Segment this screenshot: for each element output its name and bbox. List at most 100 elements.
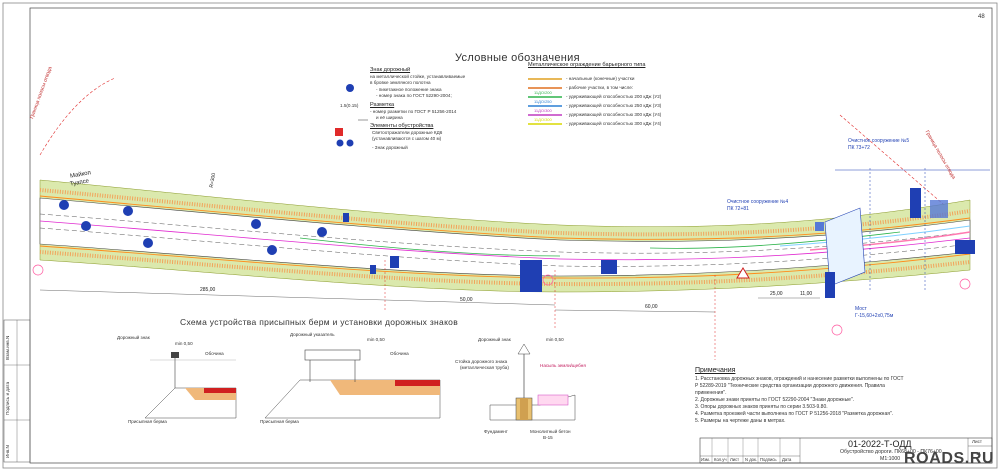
stamp-column-label: Дата <box>782 457 792 462</box>
scheme1-min: min 0,50 <box>175 341 193 346</box>
stamp-sheet-label: Лист <box>972 439 982 444</box>
page-number: 48 <box>978 14 985 20</box>
legend-guard-item: - удерживающей способностью 300 кДж (У4) <box>566 121 662 126</box>
scheme-berm-2 <box>264 349 441 419</box>
scheme1-berm: Присыпная берма <box>128 419 167 424</box>
stamp-scale: М1:1000 <box>880 456 901 462</box>
treatment5-pk: ПК 73+72 <box>848 145 870 151</box>
legend-signs-line1: на металлической стойке, устанавливаемые <box>370 74 466 79</box>
scheme3-concrete: Монолитный бетон <box>530 429 571 434</box>
bridge-structure <box>815 168 990 290</box>
treatment4-pk: ПК 72+81 <box>727 206 749 212</box>
legend-guard-item: - начальные (конечные) участки <box>566 76 635 81</box>
dimension-lines <box>39 260 820 360</box>
legend-equip-item2: (устанавливаются с шагом 40 м) <box>372 136 442 141</box>
dim-50: 50,00 <box>460 297 473 303</box>
sign-small <box>343 213 349 222</box>
sign-board-small <box>601 260 617 274</box>
legend-signs-item1: - пикетажное положение знака <box>376 87 442 92</box>
scheme1-edge: Обочина <box>205 351 224 356</box>
scheme3-min: min 0,50 <box>546 337 564 342</box>
note-line: Р 52289-2019 "Технические средства орган… <box>695 383 885 389</box>
dim-11: 11,00 <box>800 291 813 297</box>
dim-60: 60,00 <box>645 304 658 310</box>
scheme2-edge: Обочина <box>390 351 409 356</box>
bridge-spec: Г-15,60+2х0,75м <box>855 313 894 319</box>
legend-marking-label: 1.5(0.15) <box>340 103 359 108</box>
legend-symbols <box>335 84 368 147</box>
stamp-subtitle: Обустройство дороги. ПК68+00 - ПК76+00 <box>840 449 942 455</box>
bridge-title: Мост <box>855 306 867 312</box>
stamp-column-label: N док. <box>745 457 757 462</box>
sign-board-large <box>520 260 542 292</box>
legend-equip-item3: - Знак дорожный <box>372 145 408 150</box>
legend-guard-tag: 11ДО/300 <box>534 108 552 113</box>
scheme2-sign: Дорожный указатель <box>290 332 335 337</box>
legend-marking-item1: - номер разметки по ГОСТ Р 51256-2014 <box>370 109 457 114</box>
scheme-foundation <box>489 343 576 421</box>
legend-signs-header: Знак дорожный <box>370 67 411 73</box>
notes-title: Примечания <box>695 367 736 374</box>
sign-board-bridge <box>910 188 921 218</box>
scheme2-min: min 0,50 <box>367 337 385 342</box>
scheme3-note: Насыпь земли/щебня <box>540 363 586 368</box>
legend-equip-item1: Светоотражатели дорожные КД6 <box>372 130 443 135</box>
note-line: 4. Разметка проезжей части выполнена по … <box>695 411 894 417</box>
road-corridor <box>39 179 971 293</box>
legend-guard-tag: 11ДО/250 <box>534 99 552 104</box>
legend-marking-item2: и её ширина <box>376 115 403 120</box>
scheme-title: Схема устройства присыпных берм и устано… <box>180 317 459 327</box>
note-line: применения". <box>695 390 727 396</box>
title-block <box>699 437 993 464</box>
scheme-berm-1 <box>144 352 237 419</box>
sign-board-bridge <box>825 272 835 298</box>
legend-equip-header: Элементы обустройства <box>370 123 434 129</box>
side-stamp-label: Подпись и дата <box>5 381 10 415</box>
circle-signs <box>59 200 327 255</box>
stamp-column-label: Кол.уч <box>714 457 727 462</box>
sign-board-direction <box>955 240 975 254</box>
scheme1-sign: Дорожный знак <box>117 335 150 340</box>
legend-lines <box>528 78 562 125</box>
stamp-sheet-number: 11 <box>976 451 981 456</box>
sign-small <box>370 265 376 274</box>
treatment5-title: Очистное сооружение №5 <box>848 138 910 144</box>
treatment4-title: Очистное сооружение №4 <box>727 199 789 205</box>
dim-25: 25,00 <box>770 291 783 297</box>
watermark: ROADS.RU <box>904 450 995 467</box>
dim-285: 285,00 <box>200 287 216 293</box>
scheme2-berm: Присыпная берма <box>260 419 299 424</box>
scheme3-post: Стойка дорожного знака <box>455 359 508 364</box>
legend-signs-item2: - номер знака по ГОСТ 52290-2004; <box>376 93 452 98</box>
scheme3-foundation: Фундамент <box>484 429 508 434</box>
warning-sign <box>736 267 750 279</box>
legend-signs-line2: в бровке земляного полотна <box>370 80 431 85</box>
side-stamp-label: Инв.N <box>5 445 10 458</box>
drawing-frame <box>29 7 993 464</box>
stamp-column-label: Изм. <box>701 457 710 462</box>
note-line: 1. Расстановка дорожных знаков, огражден… <box>695 376 904 382</box>
legend-guard-header: Металлическое ограждение барьерного типа <box>528 62 646 68</box>
legend-guard-item: - удерживающей способностью 300 кДж (У4) <box>566 112 662 117</box>
road-centreline-curve <box>39 77 951 211</box>
legend-title: Условные обозначения <box>455 52 580 64</box>
legend-guard-item: - удерживающей способностью 200 кДж (У2) <box>566 94 662 99</box>
stamp-column-label: Лист <box>730 457 740 462</box>
stamp-code: 01-2022-Т-ОДД <box>848 439 912 449</box>
scheme3-concrete2: В-15 <box>543 435 553 440</box>
note-line: 3. Опоры дорожных знаков приняты по сери… <box>695 404 828 410</box>
scheme3-post2: (металлическая труба) <box>460 365 509 370</box>
road-signs <box>343 188 975 298</box>
legend-guard-tag: 11ДО/300 <box>534 117 552 122</box>
side-stamp-label: Взам.инв.N <box>5 335 10 360</box>
scheme3-sign: Дорожный знак <box>478 337 511 342</box>
legend-guard-item: - удерживающей способностью 250 кДж (У3) <box>566 103 662 108</box>
legend-guard-item: - рабочие участки, в том числе: <box>566 85 634 90</box>
side-stamp <box>3 319 31 463</box>
stamp-column-label: Подпись <box>760 457 777 462</box>
note-line: 2. Дорожные знаки приняты по ГОСТ 52290-… <box>695 397 855 403</box>
sign-board-small <box>390 256 399 268</box>
legend-marking-header: Разметка <box>370 102 395 108</box>
pk-markers <box>32 264 971 336</box>
